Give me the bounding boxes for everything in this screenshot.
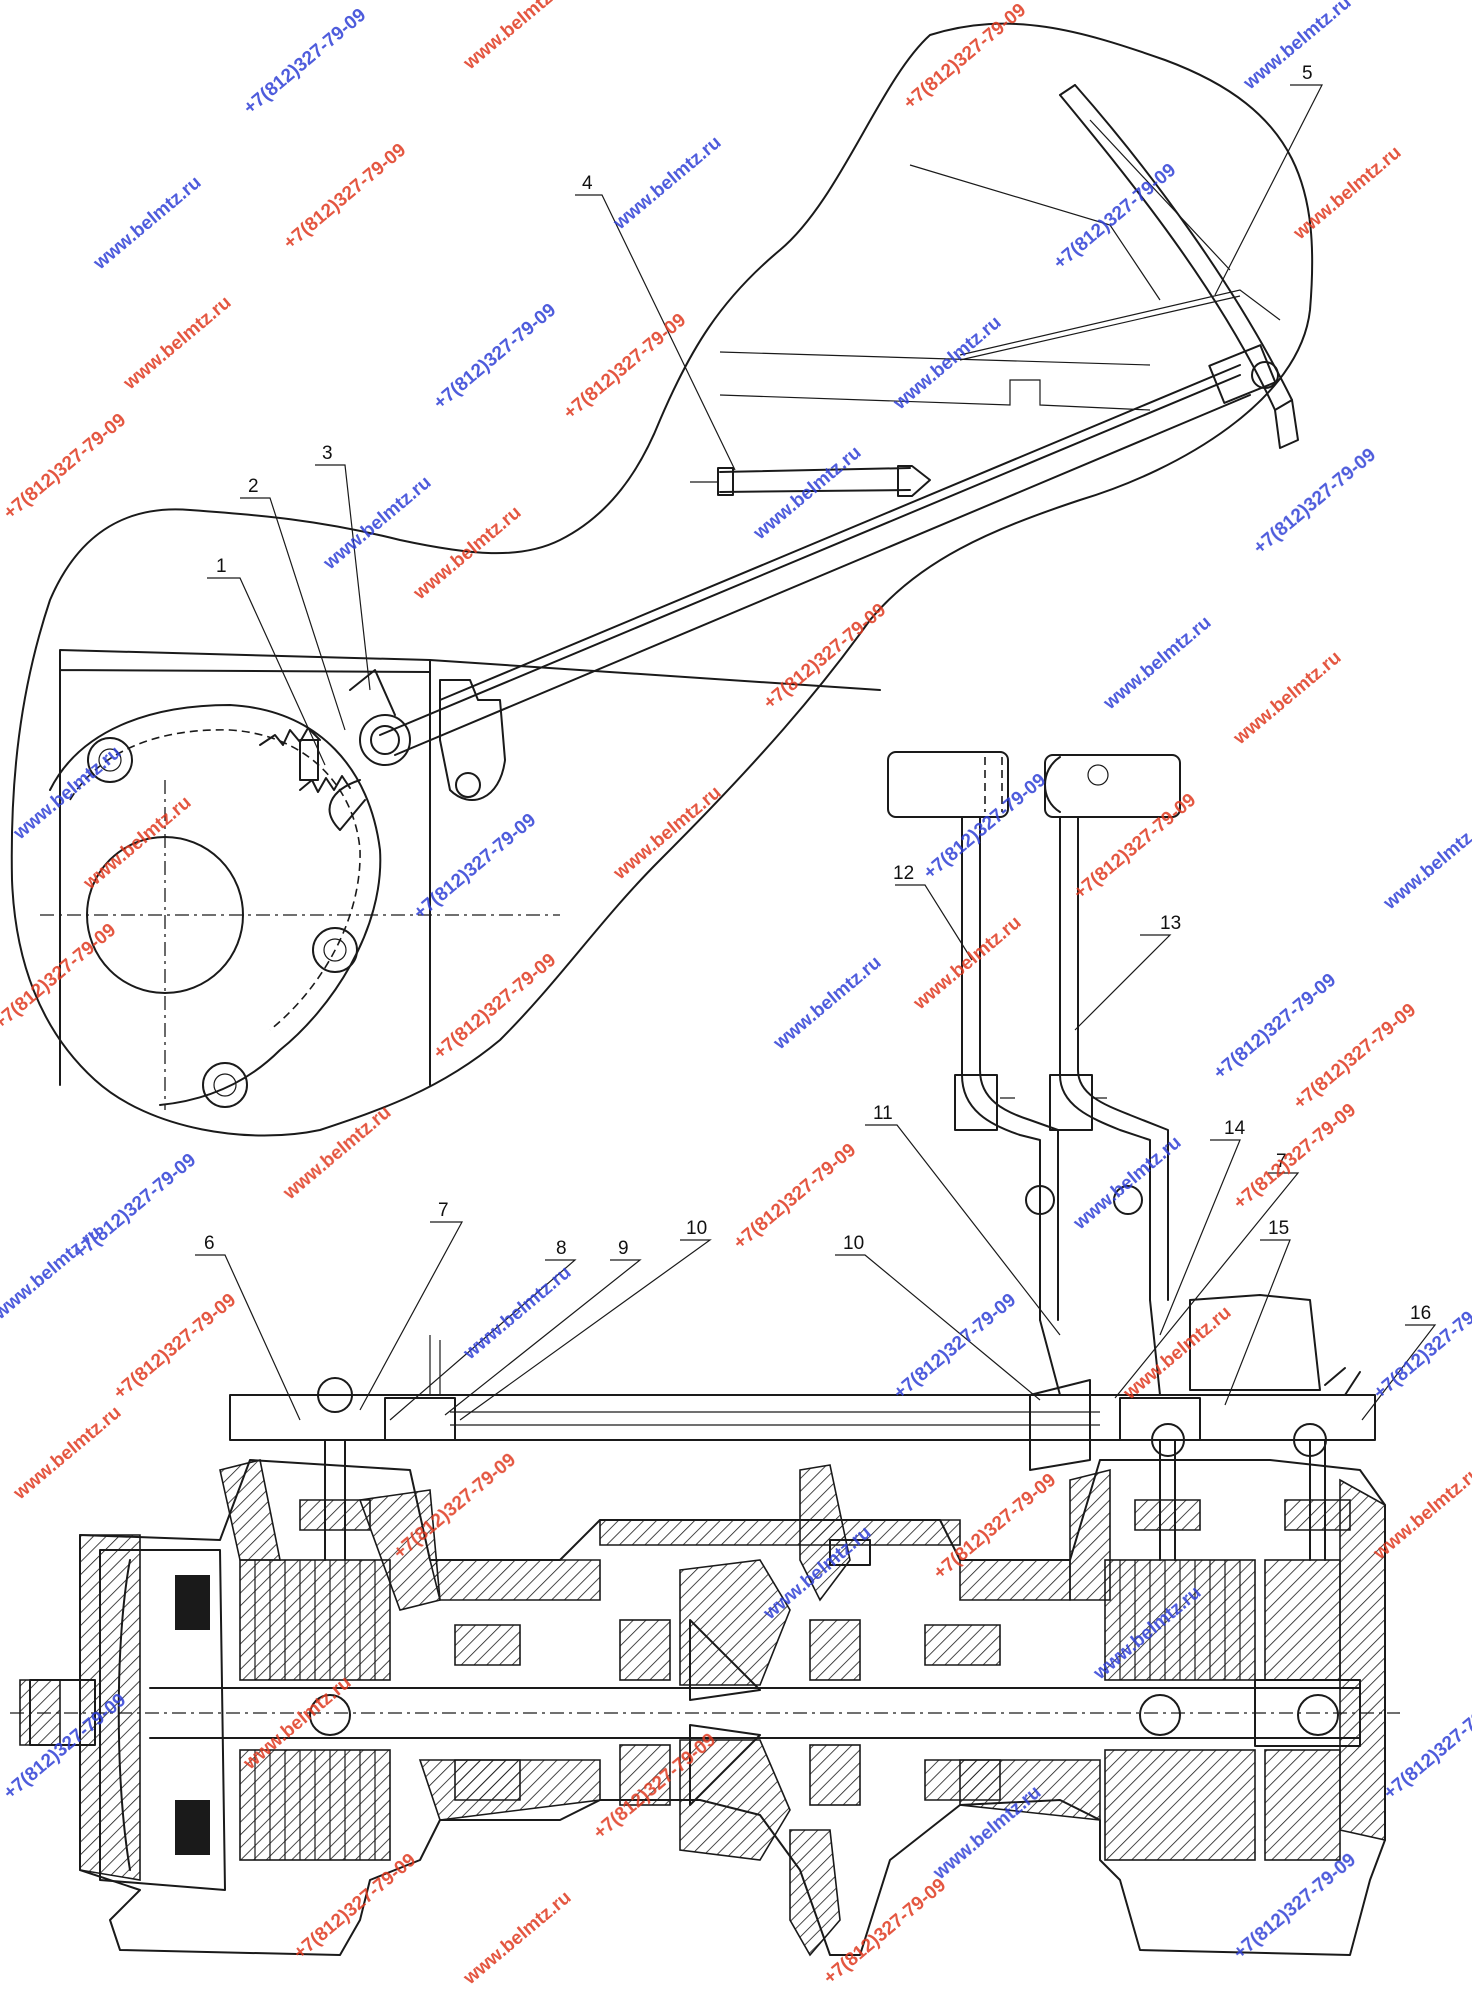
callout-2: 2 — [248, 476, 259, 497]
callout-leaders — [195, 84, 1437, 1421]
callout-13: 13 — [1160, 913, 1181, 934]
callout-11: 11 — [873, 1103, 893, 1124]
watermark-site: www.belmtz.ru — [459, 1887, 575, 1989]
watermark-phone: +7(812)327-79-09 — [280, 140, 410, 254]
callout-7-right: 7 — [1276, 1151, 1287, 1172]
brake-discs-right — [1104, 1559, 1341, 1861]
callout-labels: 1 2 3 4 5 6 7 7 8 9 10 10 11 12 13 14 15… — [204, 63, 1431, 1324]
watermark-site: www.belmtz.ru — [769, 952, 885, 1054]
callout-10-left: 10 — [686, 1218, 707, 1239]
callout-10-right: 10 — [843, 1233, 864, 1254]
watermark-phone: +7(812)327-79-09 — [1050, 160, 1180, 274]
watermark-phone: +7(812)327-79-09 — [760, 600, 890, 714]
watermark-site: www.belmtz.ru — [609, 132, 725, 234]
cam-lever — [259, 669, 411, 831]
floor-plate — [59, 649, 881, 1086]
final-drive-left — [19, 1549, 226, 1891]
callout-15: 15 — [1268, 1218, 1289, 1239]
callout-12: 12 — [893, 863, 914, 884]
watermark-site: www.belmtz.ru — [1289, 142, 1405, 244]
pedal-pad-right — [1044, 754, 1181, 818]
watermark-phone: +7(812)327-79-09 — [290, 1850, 420, 1964]
return-spring-4 — [690, 465, 931, 497]
watermark-phone: +7(812)327-79-09 — [430, 950, 560, 1064]
callout-14: 14 — [1224, 1118, 1246, 1139]
callout-1: 1 — [216, 556, 227, 577]
callout-8: 8 — [556, 1238, 567, 1259]
watermark-phone: +7(812)327-79-09 — [1230, 1850, 1360, 1964]
callout-4: 4 — [582, 173, 593, 194]
watermark-site: www.belmtz.ru — [279, 1102, 395, 1204]
watermark-phone: +7(812)327-79-09 — [1380, 1690, 1472, 1804]
watermark-site: www.belmtz.ru — [9, 1402, 125, 1504]
half-shaft — [149, 1679, 1361, 1747]
watermark-site: www.belmtz.ru — [79, 792, 195, 894]
watermark-phone: +7(812)327-79-09 — [110, 1290, 240, 1404]
pedal-pad-left — [887, 751, 1009, 818]
watermark-phone: +7(812)327-79-09 — [890, 1290, 1020, 1404]
watermark-phone: +7(812)327-79-09 — [730, 1140, 860, 1254]
callout-7-left: 7 — [438, 1200, 449, 1221]
watermark-phone: +7(812)327-79-09 — [1230, 1100, 1360, 1214]
callout-5: 5 — [1302, 63, 1313, 84]
watermark-phone: +7(812)327-79-09 — [560, 310, 690, 424]
upper-linkage-view — [10, 22, 1314, 1137]
brake-pedals — [887, 751, 1181, 1321]
watermark-phone: +7(812)327-79-09 — [1250, 445, 1380, 559]
brake-discs-left — [239, 1559, 391, 1861]
callout-16: 16 — [1410, 1303, 1431, 1324]
differential — [619, 1464, 871, 1957]
watermark-phone: +7(812)327-79-09 — [820, 1875, 950, 1989]
watermark-site: www.belmtz.ru — [889, 312, 1005, 414]
watermark-phone: +7(812)327-79-09 — [1210, 970, 1340, 1084]
watermark-phone: +7(812)327-79-09 — [1290, 1000, 1420, 1114]
mounting-bracket — [439, 679, 506, 801]
brake-rod — [379, 364, 1251, 756]
watermark-phone: +7(812)327-79-09 — [900, 0, 1030, 114]
watermark-phone: +7(812)327-79-09 — [0, 410, 130, 524]
watermark-phone: +7(812)327-79-09 — [1070, 790, 1200, 904]
callout-3: 3 — [322, 443, 333, 464]
watermark-site: www.belmtz.ru — [459, 0, 575, 74]
watermark-site: www.belmtz.ru — [909, 912, 1025, 1014]
watermark-site: www.belmtz.ru — [9, 742, 125, 844]
watermark-phone: +7(812)327-79-09 — [240, 5, 370, 119]
watermark-site: www.belmtz.ru — [319, 472, 435, 574]
callout-6: 6 — [204, 1233, 215, 1254]
cross-shaft — [229, 1294, 1376, 1471]
watermark-site: www.belmtz.ru — [1239, 0, 1355, 94]
watermark-site: www.belmtz.ru — [609, 782, 725, 884]
rear-axle-section — [10, 1439, 1400, 1957]
brake-housing — [40, 704, 560, 1110]
callout-9: 9 — [618, 1238, 629, 1259]
watermark-site: www.belmtz.ru — [1379, 812, 1472, 914]
watermark-phone: +7(812)327-79-09 — [430, 300, 560, 414]
watermark-site: www.belmtz.ru — [1099, 612, 1215, 714]
watermark-site: www.belmtz.ru — [119, 292, 235, 394]
watermark-site: www.belmtz.ru — [0, 1222, 105, 1324]
cab-outline — [10, 22, 1314, 1137]
hand-lever-quadrant — [1059, 84, 1293, 411]
watermark-site: www.belmtz.ru — [89, 172, 205, 274]
watermark-site: www.belmtz.ru — [1229, 647, 1345, 749]
